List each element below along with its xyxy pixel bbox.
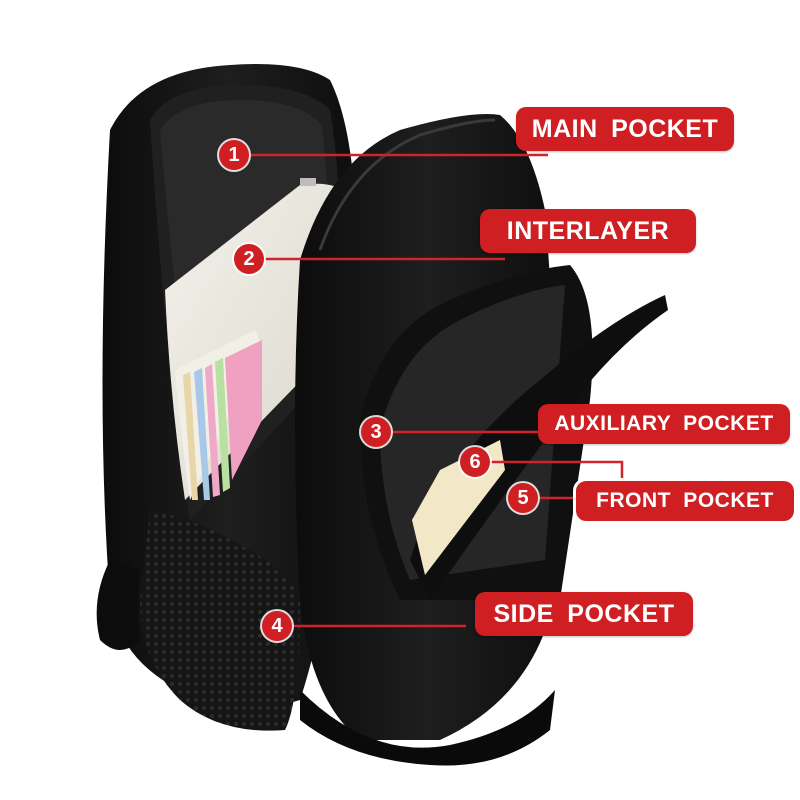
label-front-pocket: FRONT POCKET (573, 478, 797, 524)
front-zipper (318, 118, 496, 251)
callout-lines (250, 153, 624, 628)
label-interlayer: INTERLAYER (480, 209, 696, 253)
badge-1: 1 (219, 140, 249, 170)
laptop-port (300, 178, 316, 186)
badge-2: 2 (234, 244, 264, 274)
front-pocket-flap (410, 295, 668, 600)
badge-6: 6 (460, 447, 490, 477)
badge-4: 4 (262, 611, 292, 641)
label-auxiliary-pocket: AUXILIARY POCKET (538, 404, 790, 444)
callout-line-6 (490, 460, 624, 482)
badge-5: 5 (508, 483, 538, 513)
label-main-pocket: MAIN POCKET (516, 107, 734, 151)
shoulder-strap (96, 560, 140, 650)
backpack-base (300, 690, 555, 766)
side-mesh-pocket (140, 510, 300, 731)
books (175, 330, 262, 500)
badge-3: 3 (361, 417, 391, 447)
label-side-pocket: SIDE POCKET (475, 592, 693, 636)
